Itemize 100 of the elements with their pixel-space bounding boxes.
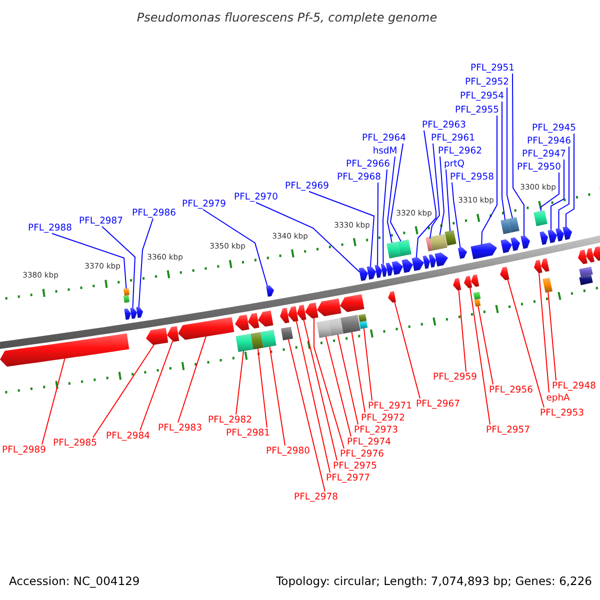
gene-label: PFL_2945 bbox=[532, 122, 576, 134]
leader-line bbox=[303, 319, 338, 461]
gene-block bbox=[123, 295, 130, 303]
gene-block bbox=[359, 320, 368, 329]
gene-feature bbox=[520, 235, 530, 249]
gene-feature bbox=[388, 291, 396, 303]
gene-feature bbox=[358, 268, 368, 282]
gene-feature bbox=[534, 260, 542, 274]
gene-label: PFL_2963 bbox=[422, 120, 466, 130]
leader-line bbox=[337, 334, 358, 425]
leader-line bbox=[478, 306, 494, 385]
gene-feature bbox=[386, 262, 393, 276]
gene-block bbox=[430, 234, 448, 251]
leader-line bbox=[416, 130, 436, 258]
gene-feature bbox=[548, 230, 557, 244]
gene-feature bbox=[586, 248, 594, 263]
gene-block bbox=[474, 298, 481, 307]
gene-label: PFL_2950 bbox=[517, 162, 561, 172]
gene-feature bbox=[578, 250, 588, 264]
gene-label: PFL_2972 bbox=[361, 412, 405, 424]
leader-line bbox=[550, 159, 564, 230]
gene-feature bbox=[146, 328, 168, 345]
gene-label: PFL_2956 bbox=[489, 384, 533, 396]
gene-block bbox=[398, 239, 412, 256]
leader-line bbox=[458, 290, 466, 372]
leader-line bbox=[363, 328, 372, 401]
leader-line bbox=[140, 340, 174, 431]
leader-line bbox=[256, 202, 360, 272]
leader-line bbox=[507, 279, 544, 408]
gene-label: PFL_2954 bbox=[460, 90, 504, 102]
gene-block bbox=[579, 274, 593, 286]
gene-feature bbox=[412, 257, 424, 271]
gene-feature bbox=[124, 308, 131, 320]
gene-feature bbox=[374, 264, 382, 278]
gene-feature bbox=[280, 308, 290, 324]
gene-label: PFL_2979 bbox=[182, 198, 226, 210]
leader-line bbox=[52, 233, 127, 289]
genome-summary: Topology: circular; Length: 7,074,893 bp; Genes: 6,226 bbox=[276, 574, 592, 588]
leader-line bbox=[429, 143, 440, 240]
leader-line bbox=[446, 169, 451, 232]
leader-line bbox=[314, 318, 344, 449]
gene-label: PFL_2973 bbox=[354, 424, 398, 436]
leader-line bbox=[138, 218, 154, 308]
gene-label: PFL_2974 bbox=[347, 436, 391, 448]
gene-feature bbox=[540, 231, 548, 245]
leader-line bbox=[351, 332, 366, 413]
gene-block bbox=[444, 230, 456, 246]
leader-line bbox=[512, 73, 524, 236]
gene-label: PFL_2952 bbox=[465, 76, 509, 88]
gene-feature bbox=[422, 255, 430, 269]
gene-feature bbox=[248, 312, 260, 329]
leader-line bbox=[390, 143, 404, 242]
gene-feature bbox=[556, 228, 564, 242]
gene-label: PFL_2984 bbox=[106, 430, 150, 442]
gene-label: PFL_2985 bbox=[53, 438, 97, 448]
gene-feature bbox=[500, 239, 512, 254]
gene-label: PFL_2978 bbox=[294, 492, 338, 502]
gene-feature bbox=[380, 264, 387, 277]
leader-line bbox=[102, 226, 136, 308]
gene-label: PFL_2955 bbox=[455, 104, 499, 116]
gene-label: PFL_2986 bbox=[132, 208, 176, 218]
gene-feature bbox=[428, 254, 436, 268]
gene-feature bbox=[266, 285, 274, 297]
leader-line bbox=[481, 115, 498, 245]
leader-line bbox=[540, 172, 560, 212]
gene-label: PFL_2968 bbox=[337, 172, 381, 182]
gene-label: PFL_2947 bbox=[522, 148, 566, 160]
gene-feature bbox=[541, 258, 550, 272]
gene-block bbox=[508, 217, 520, 232]
gene-label: hsdM bbox=[372, 146, 398, 156]
gene-block bbox=[386, 242, 400, 258]
diagram-title: Pseudomonas fluorescens Pf-5, complete genome bbox=[136, 10, 438, 26]
leader-line bbox=[566, 133, 574, 228]
leader-line bbox=[470, 287, 490, 425]
gene-block bbox=[250, 332, 264, 350]
gene-feature bbox=[130, 308, 137, 319]
gene-feature bbox=[0, 333, 130, 367]
gene-feature bbox=[392, 261, 403, 275]
leader-line bbox=[296, 320, 330, 473]
gene-block bbox=[579, 266, 593, 277]
gene-feature bbox=[258, 310, 274, 327]
gene-label: PFL_2946 bbox=[527, 136, 571, 146]
leader-line bbox=[387, 156, 396, 244]
gene-label: PFL_2980 bbox=[266, 446, 310, 456]
gene-feature bbox=[593, 246, 600, 261]
gene-block bbox=[260, 330, 276, 348]
gene-feature bbox=[470, 242, 497, 260]
gene-label: PFL_2958 bbox=[450, 172, 494, 182]
gene-feature bbox=[510, 237, 520, 252]
leader-line bbox=[269, 346, 286, 446]
gene-block bbox=[500, 218, 512, 234]
gene-block bbox=[236, 334, 254, 352]
gene-label: PFL_2983 bbox=[158, 422, 202, 434]
gene-block bbox=[358, 314, 367, 322]
gene-feature bbox=[471, 274, 480, 287]
gene-block bbox=[123, 288, 130, 296]
gene-label: PFL_2967 bbox=[416, 398, 460, 410]
leader-line bbox=[382, 169, 388, 264]
leader-line bbox=[202, 209, 268, 286]
gene-block bbox=[316, 320, 332, 338]
